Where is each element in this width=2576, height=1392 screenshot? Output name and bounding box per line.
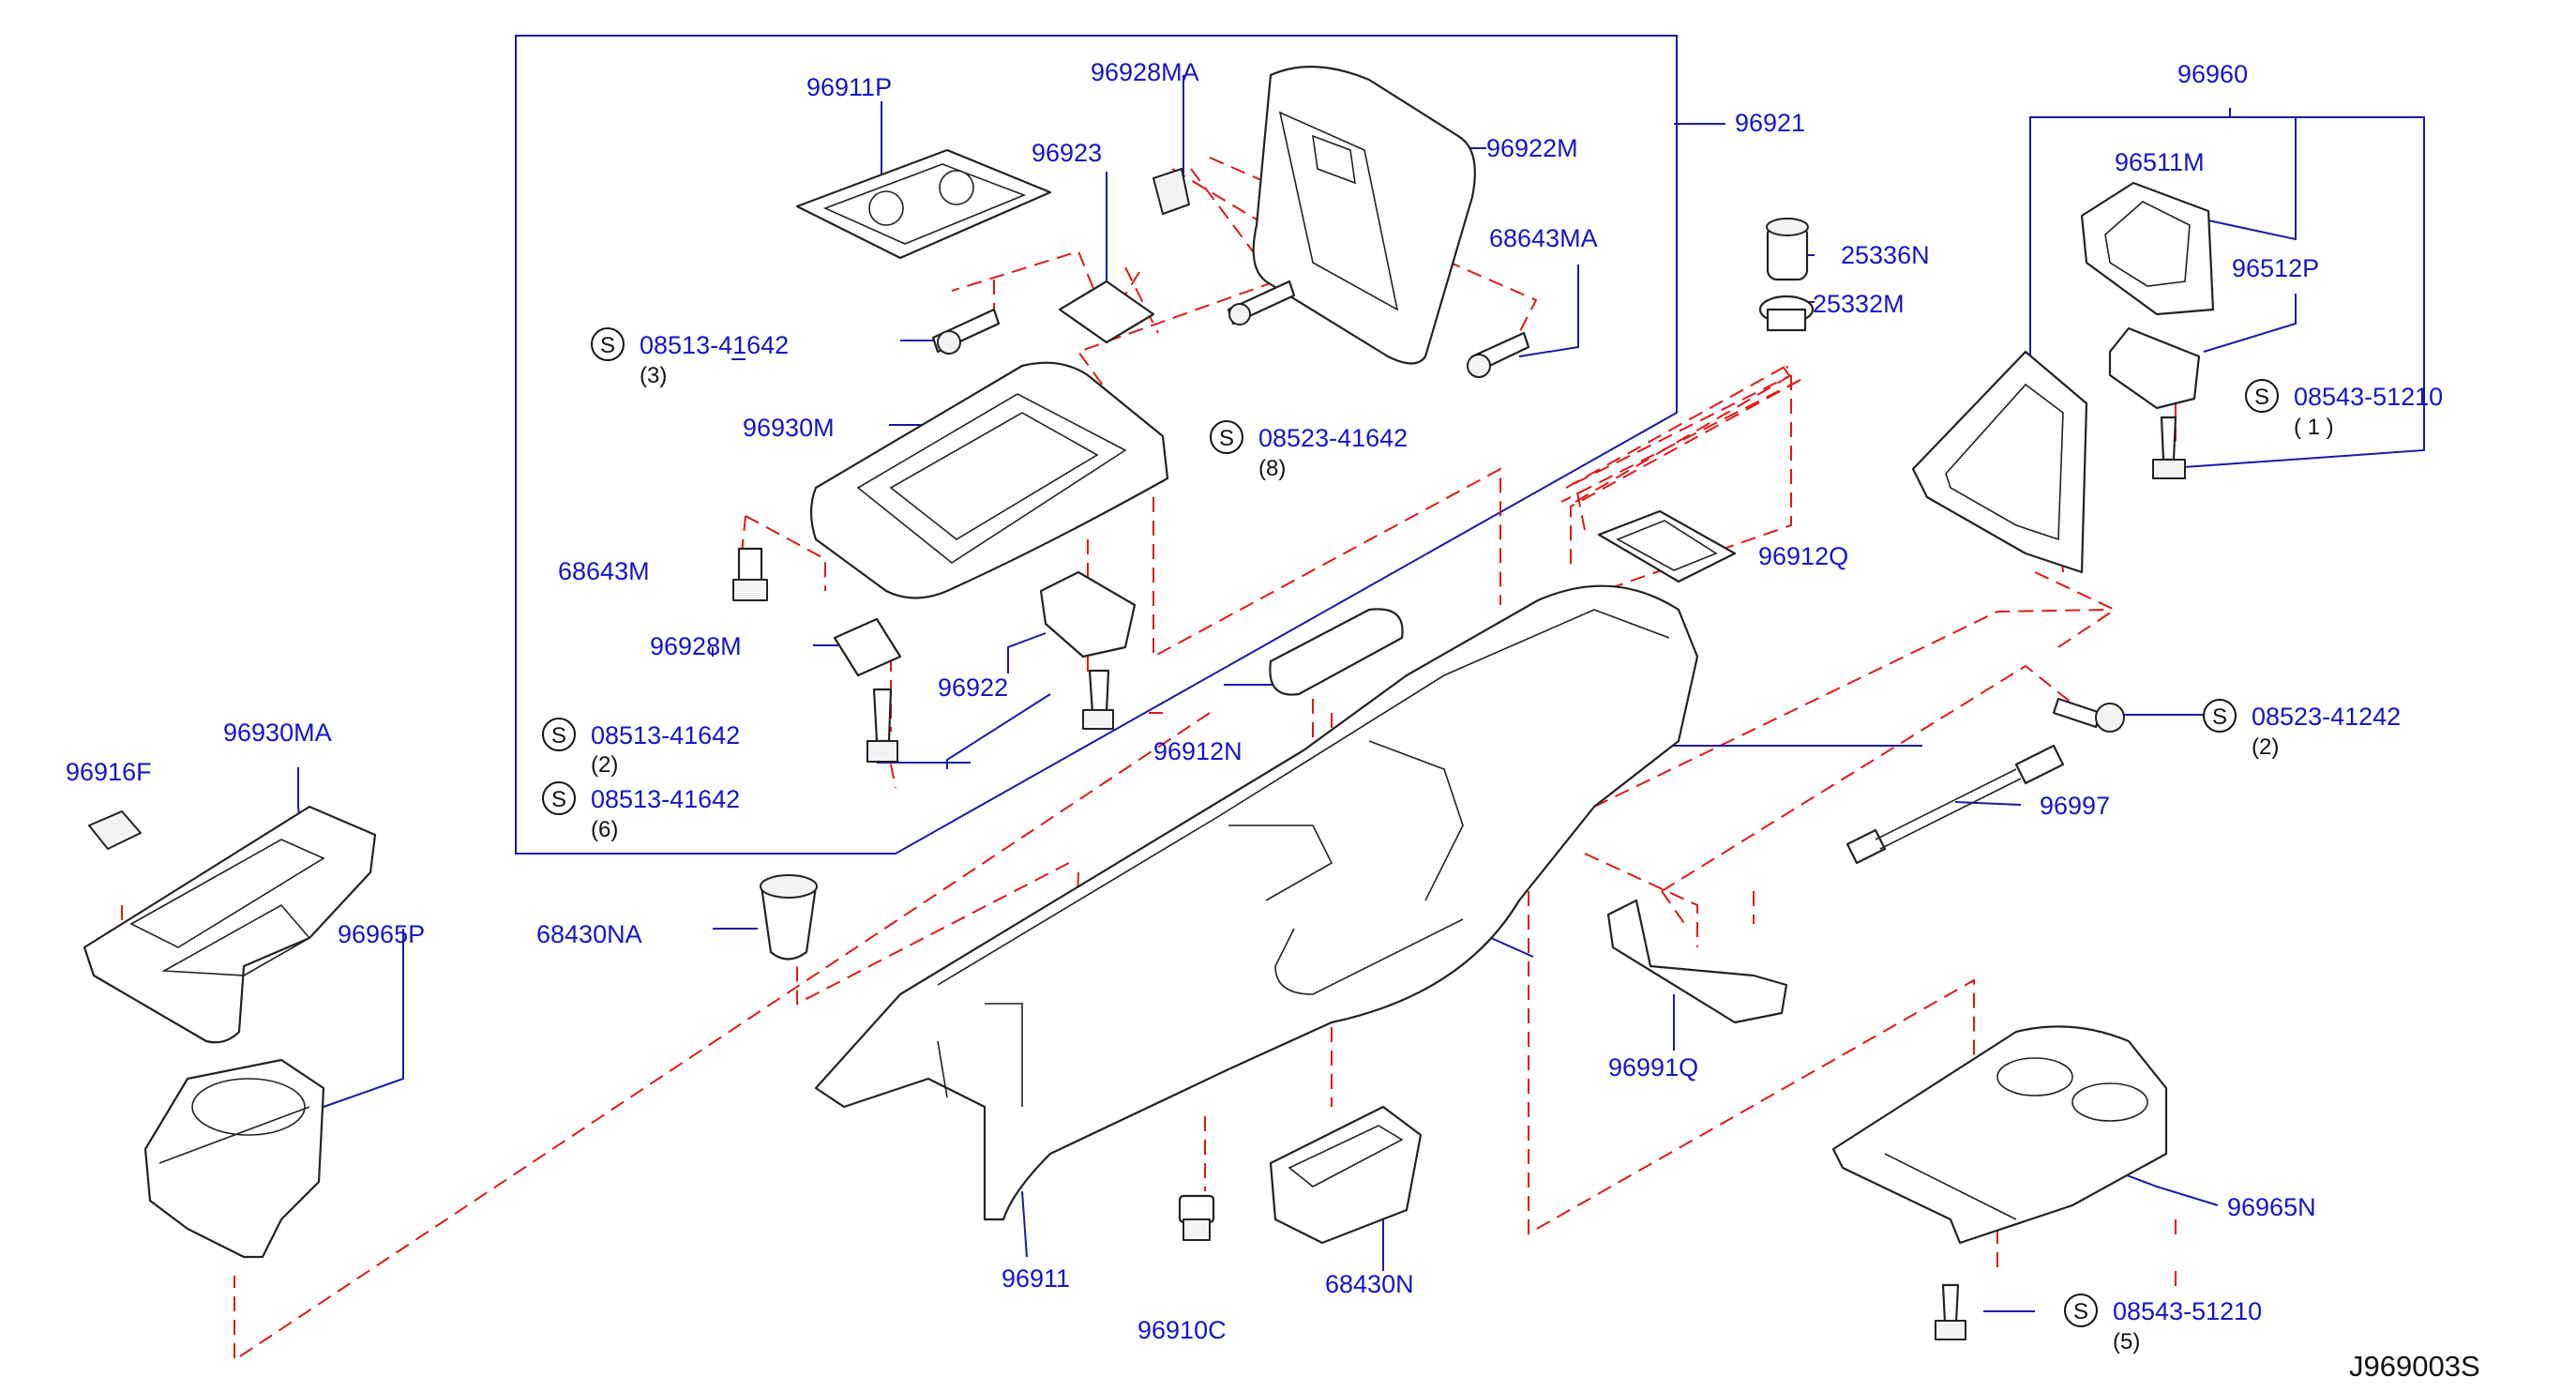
label-68430N: 68430N (1325, 1270, 1414, 1298)
svg-text:S: S (2254, 385, 2269, 410)
svg-text:( 1 ): ( 1 ) (2294, 415, 2334, 440)
part-drawings (83, 66, 2215, 1340)
svg-text:S: S (551, 787, 566, 812)
screw-callouts: S 08513-41642 (3) S 08523-41642 (8) S 08… (542, 327, 2443, 1354)
label-68430NA: 68430NA (536, 920, 642, 948)
label-96928MA: 96928MA (1091, 58, 1199, 86)
svg-text:S: S (2212, 704, 2227, 730)
svg-text:08523-41642: 08523-41642 (1258, 424, 1408, 452)
svg-text:S: S (1219, 426, 1234, 451)
label-96960: 96960 (2177, 60, 2248, 88)
label-96997: 96997 (2040, 792, 2110, 820)
screw-callout-5: S 08513-41642 (6) (542, 781, 740, 842)
svg-text:(3): (3) (640, 363, 667, 388)
label-25336N: 25336N (1841, 241, 1930, 269)
label-96910C: 96910C (1137, 1316, 1227, 1344)
screw-callout-6: S 08523-41242 (2) (2203, 699, 2401, 760)
label-96921: 96921 (1735, 109, 1805, 137)
label-96922M: 96922M (1486, 134, 1578, 162)
label-68643MA: 68643MA (1489, 224, 1598, 252)
screw-callout-2: S 08523-41642 (8) (1210, 420, 1408, 481)
svg-text:08513-41642: 08513-41642 (640, 331, 789, 359)
label-96965P: 96965P (338, 920, 425, 948)
label-96930MA: 96930MA (223, 719, 332, 747)
label-96912N: 96912N (1153, 737, 1243, 765)
label-96991Q: 96991Q (1608, 1053, 1698, 1082)
label-96928M: 96928M (650, 632, 742, 660)
svg-text:08513-41642: 08513-41642 (591, 785, 740, 813)
svg-text:(2): (2) (591, 752, 618, 778)
svg-text:S: S (551, 723, 566, 749)
label-96965N: 96965N (2227, 1193, 2316, 1221)
svg-text:08543-51210: 08543-51210 (2294, 383, 2443, 411)
svg-text:(2): (2) (2252, 734, 2279, 760)
label-96911P: 96911P (806, 73, 892, 101)
svg-text:(8): (8) (1258, 456, 1286, 481)
label-25332M: 25332M (1813, 290, 1905, 318)
svg-text:(6): (6) (591, 817, 618, 842)
screw-callout-3: S 08543-51210 ( 1 ) (2245, 379, 2443, 440)
svg-text:08543-51210: 08543-51210 (2113, 1297, 2262, 1325)
svg-text:08523-41242: 08523-41242 (2252, 703, 2401, 731)
screw-callout-4: S 08513-41642 (2) (542, 718, 740, 778)
label-96511M: 96511M (2115, 148, 2205, 176)
label-96922: 96922 (938, 673, 1008, 702)
svg-text:S: S (2073, 1299, 2088, 1324)
label-96916F: 96916F (66, 758, 152, 786)
label-96912Q: 96912Q (1758, 542, 1848, 570)
label-68643M: 68643M (558, 557, 650, 585)
screw-callout-7: S 08543-51210 (5) (2064, 1294, 2262, 1354)
label-96930M: 96930M (743, 414, 835, 442)
label-96911: 96911 (1002, 1264, 1070, 1293)
screw-callout-1: S 08513-41642 (3) (591, 327, 789, 388)
svg-text:08513-41642: 08513-41642 (591, 721, 740, 749)
label-96512P: 96512P (2232, 254, 2319, 282)
diagram-id: J969003S (2349, 1350, 2480, 1383)
svg-text:S: S (600, 333, 615, 358)
svg-text:(5): (5) (2113, 1329, 2140, 1354)
armrest-group-frame (515, 35, 1678, 855)
label-96923: 96923 (1032, 139, 1102, 167)
part-labels: 96911P 96928MA 96923 96922M 96921 68643M… (66, 58, 2319, 1344)
